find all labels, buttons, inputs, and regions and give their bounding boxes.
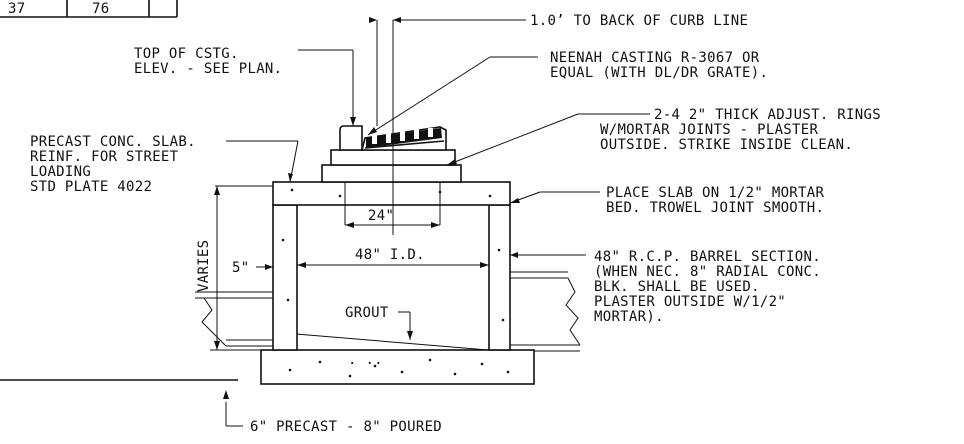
label-dim-24: 24" [368, 208, 394, 224]
label-slab-1: PRECAST CONC. SLAB. [30, 134, 196, 150]
adjustment-ring [321, 164, 462, 183]
label-dim-48: 48" I.D. [355, 247, 425, 263]
label-grout: GROUT [345, 305, 389, 321]
label-top-of-casting-2: ELEV. - SEE PLAN. [134, 61, 282, 77]
label-neenah-2: EQUAL (WITH DL/DR GRATE). [550, 65, 768, 81]
leader-rings: 2-4 2" THICK ADJUST. RINGS W/MORTAR JOIN… [446, 107, 881, 166]
label-barrel-4: PLASTER OUTSIDE W/1/2" [594, 294, 786, 310]
leader-base: 6" PRECAST - 8" POURED [223, 390, 442, 435]
label-neenah-1: NEENAH CASTING R-3067 OR [550, 50, 760, 66]
table-cell-2: 76 [92, 1, 109, 17]
barrel-walls [272, 204, 511, 351]
ground-lines-right [510, 271, 581, 352]
label-slab-3: LOADING [30, 164, 91, 180]
label-slab-4: STD PLATE 4022 [30, 179, 152, 195]
label-barrel-5: MORTAR). [594, 309, 664, 325]
dimension-24: 24" [345, 208, 440, 228]
dimension-varies: VARIES [196, 186, 261, 351]
label-base: 6" PRECAST - 8" POURED [250, 419, 442, 435]
label-barrel-2: (WHEN NEC. 8" RADIAL CONC. [594, 264, 821, 280]
leader-precast-slab: PRECAST CONC. SLAB. REINF. FOR STREET LO… [30, 134, 299, 195]
label-dim-5: 5" [232, 260, 249, 276]
label-back-of-curb: 1.0’ TO BACK OF CURB LINE [530, 13, 748, 29]
label-bed-1: PLACE SLAB ON 1/2" MORTAR [606, 185, 824, 201]
grout-slope [295, 333, 489, 351]
label-barrel-1: 48" R.C.P. BARREL SECTION. [594, 249, 821, 265]
leader-back-of-curb: 1.0’ TO BACK OF CURB LINE [369, 13, 748, 29]
leader-grout: GROUT [345, 305, 413, 340]
label-rings-2: W/MORTAR JOINTS - PLASTER [600, 122, 818, 138]
precast-top-slab [272, 181, 511, 206]
base-slab: . .. [260, 349, 535, 385]
dimension-48-id: 48" I.D. [297, 247, 489, 268]
dimension-5: 5" [232, 260, 273, 276]
label-slab-2: REINF. FOR STREET [30, 149, 179, 165]
label-top-of-casting-1: TOP OF CSTG. [134, 46, 239, 62]
label-varies: VARIES [196, 240, 212, 292]
label-rings-3: OUTSIDE. STRIKE INSIDE CLEAN. [600, 137, 853, 153]
svg-text:. ..: . .. [348, 352, 383, 368]
leader-neenah: NEENAH CASTING R-3067 OR EQUAL (WITH DL/… [367, 50, 768, 136]
leader-mortar-bed: PLACE SLAB ON 1/2" MORTAR BED. TROWEL JO… [509, 185, 824, 216]
label-bed-2: BED. TROWEL JOINT SMOOTH. [606, 200, 824, 216]
table-cell-1: 37 [8, 1, 25, 17]
leader-top-of-casting: TOP OF CSTG. ELEV. - SEE PLAN. [134, 46, 356, 126]
label-barrel-3: BLK. SHALL BE USED. [594, 279, 760, 295]
table-fragment: 37 76 [0, 0, 178, 18]
label-rings-1: 2-4 2" THICK ADJUST. RINGS [654, 107, 881, 123]
leader-barrel: 48" R.C.P. BARREL SECTION. (WHEN NEC. 8"… [510, 249, 821, 325]
ground-lines-left [0, 291, 273, 381]
